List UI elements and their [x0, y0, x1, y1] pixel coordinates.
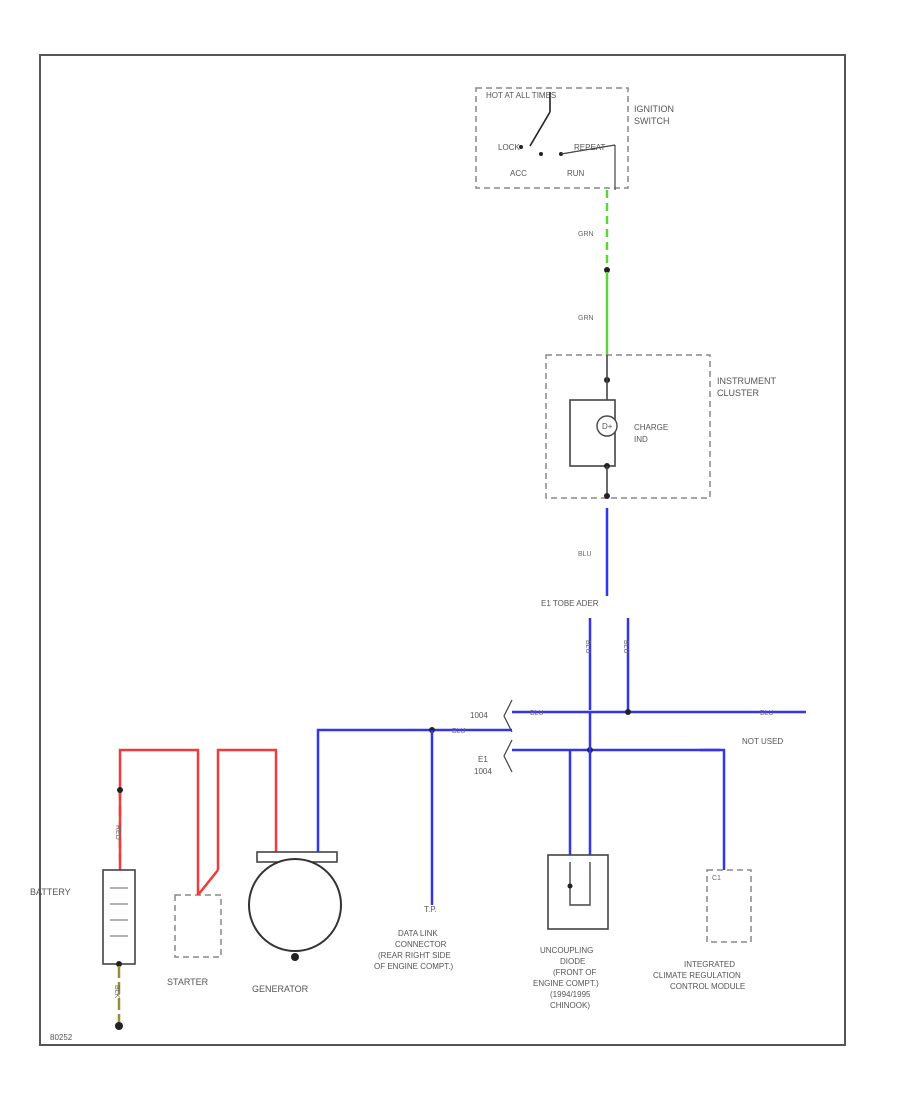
- ignition-lock-terminal: [519, 145, 523, 149]
- dlc-pin-label: T.P.: [424, 905, 437, 914]
- dlc-label-3: (REAR RIGHT SIDE: [378, 951, 451, 960]
- instrument-cluster-title-2: CLUSTER: [717, 388, 760, 398]
- uncoupling-label-2: DIODE: [560, 957, 585, 966]
- charge-indicator-lamp-glyph: D+: [602, 422, 613, 431]
- battery-label: BATTERY: [30, 887, 71, 897]
- climate-label-3: CONTROL MODULE: [670, 982, 745, 991]
- instrument-cluster: INSTRUMENT CLUSTER D+ CHARGE IND: [545, 354, 776, 499]
- generator-icon: [248, 858, 342, 952]
- battery-body: [102, 869, 136, 965]
- not-used-label: NOT USED: [742, 737, 783, 746]
- junction-header: E1 TOBE ADER BLU BLU: [541, 599, 630, 710]
- ignition-acc-label: ACC: [510, 169, 527, 178]
- ignition-lock-label: LOCK: [498, 143, 520, 152]
- blue-bus-upper-label: BLU: [530, 710, 544, 717]
- charge-indicator-label-2: IND: [634, 435, 648, 444]
- red-wire-starter-generator: [216, 748, 278, 870]
- starter-box: [174, 894, 222, 958]
- data-link-connector: T.P. DATA LINK CONNECTOR (REAR RIGHT SID…: [374, 905, 453, 971]
- climate-module-pin: C1: [712, 875, 721, 882]
- diagram-frame: [39, 54, 846, 1046]
- battery-ground-icon: [115, 1022, 123, 1030]
- uncoupling-diode-internal: [569, 862, 591, 906]
- starter-feed-diag: [197, 869, 219, 896]
- green-wire-upper-label: GRN: [578, 231, 594, 238]
- generator-blue-wire: BLU: [316, 727, 512, 905]
- dlc-label-4: OF ENGINE COMPT.): [374, 962, 453, 971]
- generator-blue-feed: [316, 728, 512, 852]
- ignition-run-label: RUN: [567, 169, 585, 178]
- uncoupling-diode-node: [567, 883, 573, 889]
- ignition-switch-box: [475, 87, 629, 189]
- junction-left-bottom-label-2: 1004: [474, 767, 492, 776]
- red-wire-splice: [117, 787, 123, 793]
- red-wire-battery-starter: [118, 748, 200, 880]
- uncoupling-label-3: (FRONT OF: [553, 968, 597, 977]
- ignition-hot-label: HOT AT ALL TIMES: [486, 91, 556, 100]
- cluster-bottom-terminal: [604, 493, 610, 499]
- footer-diagram-code: 80252: [50, 1033, 73, 1042]
- uncoupling-label-4: ENGINE COMPT.): [533, 979, 599, 988]
- generator: GENERATOR: [248, 851, 342, 994]
- red-wire-label: RED: [114, 825, 121, 840]
- dlc-label-1: DATA LINK: [398, 929, 438, 938]
- junction-left-leg-label: BLU: [584, 640, 591, 654]
- ignition-acc-terminal: [539, 152, 543, 156]
- ignition-switch-title-2: SWITCH: [634, 116, 670, 126]
- uncoupling-label-1: UNCOUPLING: [540, 946, 593, 955]
- generator-blue-label: BLU: [452, 728, 466, 735]
- battery: BATTERY BLK: [30, 869, 136, 1030]
- uncoupling-diode-box: [547, 854, 609, 930]
- starter: STARTER: [167, 869, 222, 987]
- instrument-cluster-title-1: INSTRUMENT: [717, 376, 776, 386]
- generator-label: GENERATOR: [252, 984, 309, 994]
- blue-bus-splice-right: [625, 709, 631, 715]
- blue-wire-cluster-label: BLU: [578, 551, 592, 558]
- junction-left-bottom-label-1: E1: [478, 755, 488, 764]
- green-wire-splice: [604, 267, 610, 273]
- battery-negative-terminal: [116, 961, 122, 967]
- charge-indicator-lamp-icon: [596, 415, 618, 437]
- ignition-switch-title-1: IGNITION: [634, 104, 674, 114]
- red-wires: RED: [114, 748, 278, 880]
- ignition-switch: HOT AT ALL TIMES IGNITION SWITCH LOCK RE…: [475, 87, 674, 190]
- uncoupling-label-6: CHINOOK): [550, 1001, 590, 1010]
- junction-right-leg-label: BLU: [622, 640, 629, 654]
- uncoupling-label-5: (1994/1995: [550, 990, 591, 999]
- generator-ground-icon: [291, 953, 299, 961]
- green-wire: GRN GRN: [578, 190, 610, 355]
- junction-connector-bracket: [503, 699, 513, 773]
- battery-ground-label: BLK: [113, 985, 120, 999]
- starter-label: STARTER: [167, 977, 209, 987]
- ignition-start-label: REPEAT: [574, 143, 606, 152]
- climate-module-box: [706, 869, 752, 943]
- blue-bus-right-label: BLU: [760, 710, 774, 717]
- green-wire-lower-label: GRN: [578, 315, 594, 322]
- charge-indicator-label-1: CHARGE: [634, 423, 668, 432]
- junction-left-top-label: 1004: [470, 711, 488, 720]
- instrument-cluster-box: [545, 354, 711, 499]
- blue-bus: BLU BLU NOT USED 1004 E1 1004: [470, 699, 806, 870]
- climate-label-2: CLIMATE REGULATION: [653, 971, 741, 980]
- uncoupling-diode: UNCOUPLING DIODE (FRONT OF ENGINE COMPT.…: [533, 854, 609, 1010]
- blue-wire-cluster-feed: BLU: [578, 508, 609, 596]
- blue-bus-to-climate: [700, 748, 726, 870]
- ignition-switch-contact: [529, 111, 551, 147]
- climate-control-module: C1 INTEGRATED CLIMATE REGULATION CONTROL…: [653, 869, 752, 991]
- junction-header-label: E1 TOBE ADER: [541, 599, 599, 608]
- dlc-label-2: CONNECTOR: [395, 940, 447, 949]
- ignition-switch-output: [560, 144, 616, 155]
- climate-label-1: INTEGRATED: [684, 960, 735, 969]
